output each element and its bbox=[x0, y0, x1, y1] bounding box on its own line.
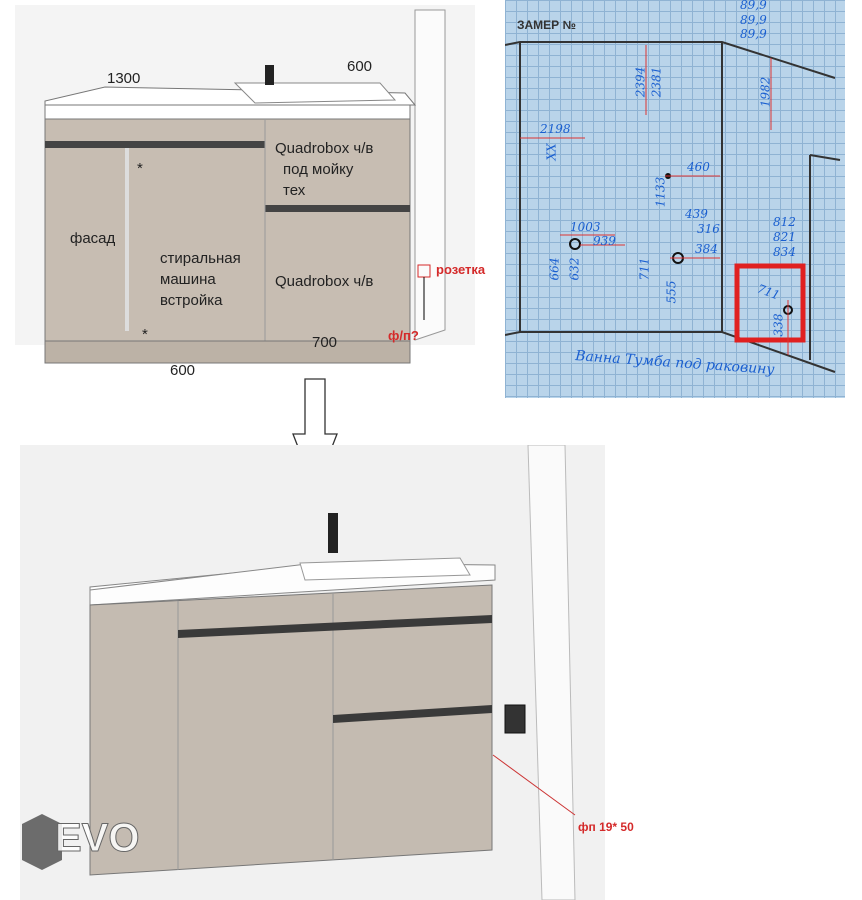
label-washer-line: стиральная bbox=[160, 250, 241, 267]
label-washer-line: встройка bbox=[160, 292, 223, 309]
dim: 2381 bbox=[649, 66, 664, 98]
label-drawer-top-line: тех bbox=[283, 182, 306, 199]
dim: 316 bbox=[697, 222, 720, 236]
dim: 439 bbox=[685, 207, 708, 221]
dim: 834 bbox=[773, 245, 796, 259]
dim: 338 bbox=[771, 313, 786, 337]
asterisk-bottom: * bbox=[142, 326, 148, 343]
angle-1: 89,9 bbox=[740, 0, 767, 12]
dim-width-total: 1300 bbox=[107, 70, 141, 87]
dim-bottom-right: 700 bbox=[312, 334, 338, 351]
cabinet-render bbox=[20, 445, 605, 900]
measure-sheet-photo: ЗАМЕР № 89,9 89,9 89,9 2394 2381 1982 21… bbox=[505, 0, 845, 398]
dim: 664 bbox=[547, 257, 562, 281]
label-drawer-top-line: под мойку bbox=[283, 161, 354, 178]
dim: 632 bbox=[567, 257, 582, 281]
dim: 1982 bbox=[758, 76, 773, 108]
label-drawer-top: Quadrobox ч/в под мойку тех bbox=[275, 138, 373, 201]
dim: 812 bbox=[773, 215, 796, 229]
dim: XX bbox=[544, 143, 559, 161]
dim: 939 bbox=[593, 234, 616, 248]
asterisk-top: * bbox=[137, 160, 143, 177]
label-socket: розетка bbox=[436, 262, 486, 277]
label-drawer-top-line: Quadrobox ч/в bbox=[275, 140, 374, 157]
dim-bottom-left: 600 bbox=[170, 362, 196, 379]
dim: 711 bbox=[637, 257, 652, 281]
label-fp-size: фп 19* 50 bbox=[578, 820, 634, 834]
label-drawer-bottom: Quadrobox ч/в bbox=[275, 273, 374, 290]
dim: 1133 bbox=[653, 176, 668, 208]
dim: 460 bbox=[687, 160, 710, 174]
dim: 384 bbox=[695, 242, 718, 256]
label-facade: фасад bbox=[70, 230, 116, 247]
dim: 2198 bbox=[540, 122, 571, 136]
logo-hex-icon bbox=[22, 814, 62, 870]
dim-sink: 600 bbox=[347, 58, 373, 75]
cabinet-sketch bbox=[15, 5, 475, 364]
room-outline bbox=[505, 41, 841, 373]
angle-3: 89,9 bbox=[740, 27, 767, 41]
dim: 2394 bbox=[633, 66, 648, 98]
label-fp-question: ф/п? bbox=[388, 328, 419, 343]
label-washer-line: машина bbox=[160, 271, 216, 288]
sheet-title: ЗАМЕР № bbox=[517, 18, 576, 32]
dim: 1003 bbox=[570, 220, 601, 234]
angle-2: 89,9 bbox=[740, 13, 767, 27]
dim: 821 bbox=[773, 230, 796, 244]
label-washer: стиральная машина встройка bbox=[160, 248, 241, 311]
highlight-box bbox=[734, 263, 806, 343]
dim: 555 bbox=[664, 280, 679, 304]
evo-logo: EVO bbox=[20, 812, 170, 872]
logo-text: EVO bbox=[54, 816, 140, 861]
